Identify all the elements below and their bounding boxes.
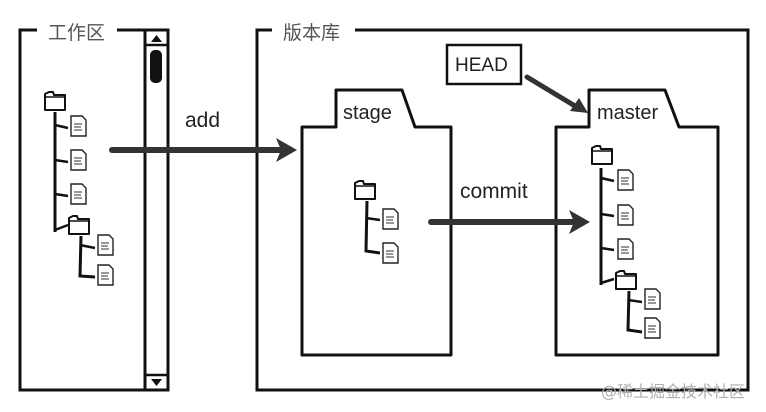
folder-icon [354,180,376,200]
add-arrow: add [109,109,297,162]
head-label: HEAD [455,55,508,76]
commit-label: commit [460,180,528,203]
workspace-frame [18,28,145,392]
repository-panel: 版本库 stage master [255,22,750,392]
repository-title: 版本库 [283,22,340,44]
workspace-title: 工作区 [48,22,105,44]
file-icon [644,317,661,339]
workspace-panel: 工作区 [18,22,170,392]
master-branch: master [554,88,720,357]
head-pointer: HEAD [445,43,588,113]
workspace-file-tree [44,91,114,286]
file-icon [70,115,87,137]
commit-arrow: commit [428,180,590,234]
file-icon [97,234,114,256]
file-icon [644,288,661,310]
scroll-thumb[interactable] [150,50,162,83]
folder-icon [591,145,613,165]
file-icon [70,149,87,171]
file-icon [382,242,399,264]
stage-area: stage [300,88,453,357]
head-arrowhead [570,98,588,113]
master-label: master [597,102,658,124]
add-label: add [185,109,220,132]
file-icon [617,204,634,226]
scroll-up-icon[interactable] [151,35,162,42]
folder-icon [68,215,90,235]
repository-frame [255,28,750,392]
workspace-scrollbar[interactable] [143,28,170,392]
watermark: @稀土掘金技术社区 [601,382,745,401]
file-icon [382,208,399,230]
folder-icon [44,91,66,111]
file-icon [617,238,634,260]
file-icon [617,169,634,191]
file-icon [70,183,87,205]
scroll-down-icon[interactable] [151,379,162,386]
folder-icon [615,270,637,290]
file-icon [97,264,114,286]
stage-label: stage [343,102,392,124]
